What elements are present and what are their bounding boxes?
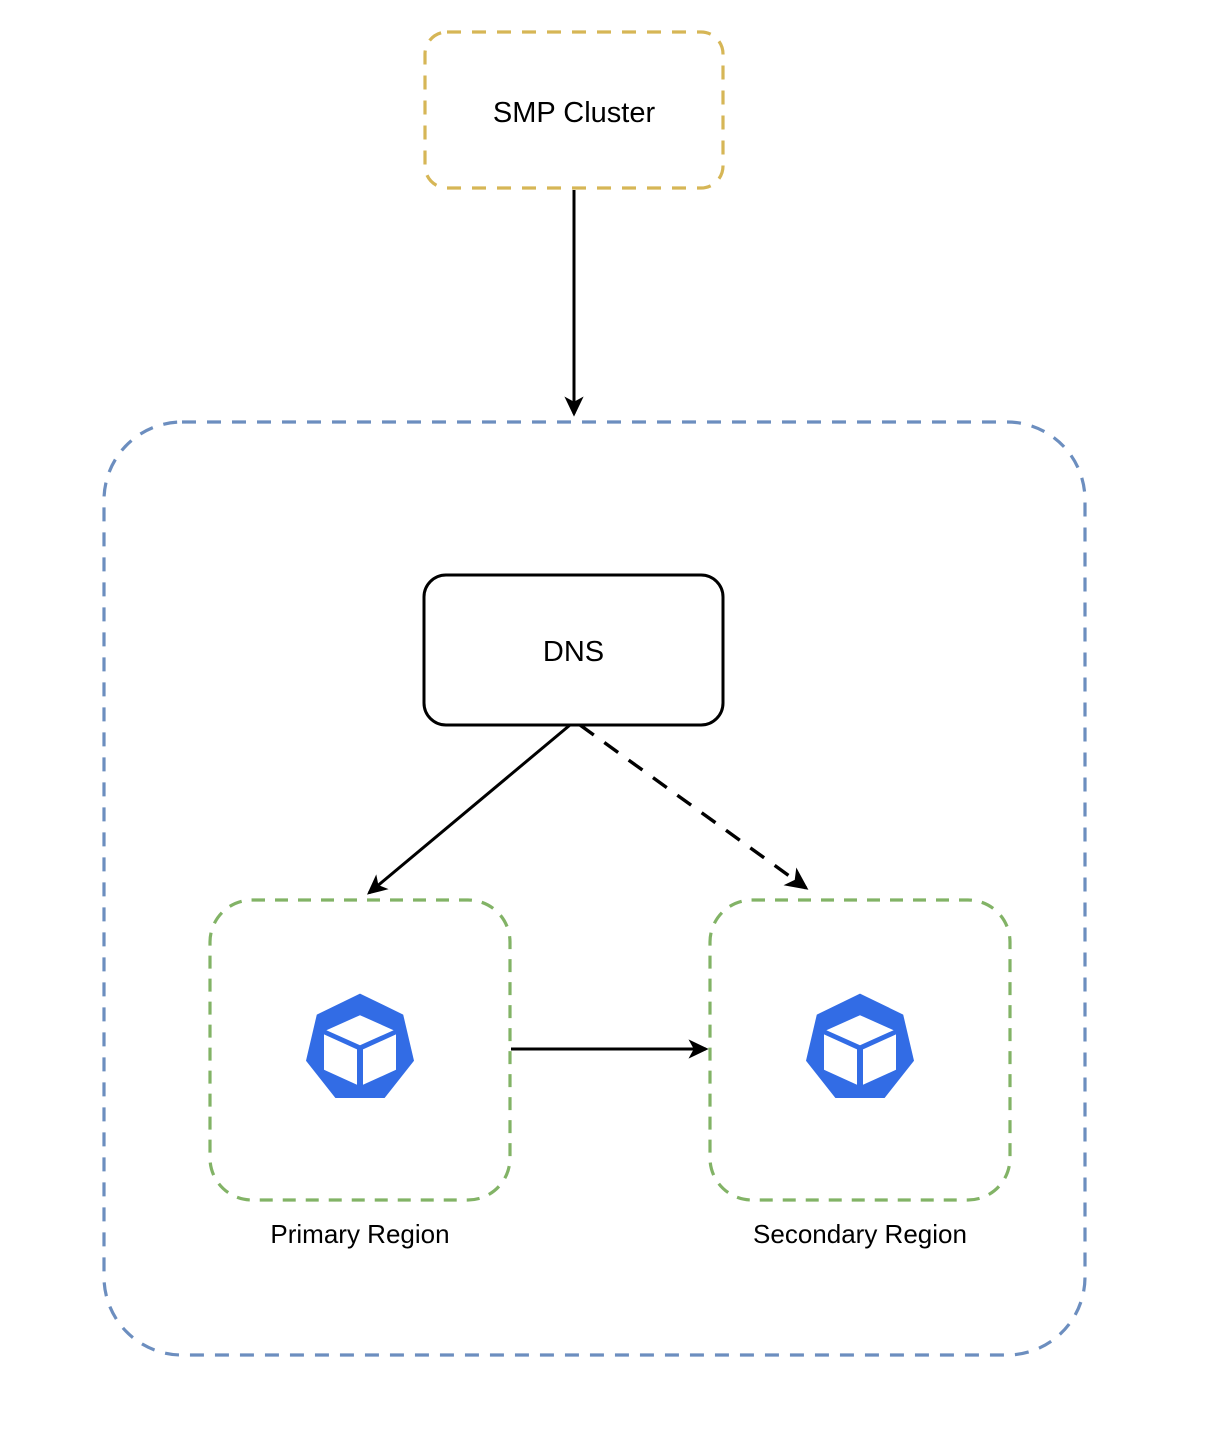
smp-cluster-label: SMP Cluster [492, 97, 656, 129]
dns-box[interactable] [422, 573, 725, 727]
smp-cluster-box[interactable] [423, 30, 725, 190]
edge-dns-to-primary [366, 723, 571, 895]
primary-region-label: Primary Region [270, 1219, 450, 1249]
dns-label: DNS [542, 636, 605, 668]
outer-container-box [102, 420, 1087, 1357]
secondary-region-label: Secondary Region [753, 1219, 967, 1249]
kubernetes-icon [306, 993, 414, 1098]
kubernetes-icon [806, 993, 914, 1098]
edge-dns-to-secondary [579, 723, 809, 890]
